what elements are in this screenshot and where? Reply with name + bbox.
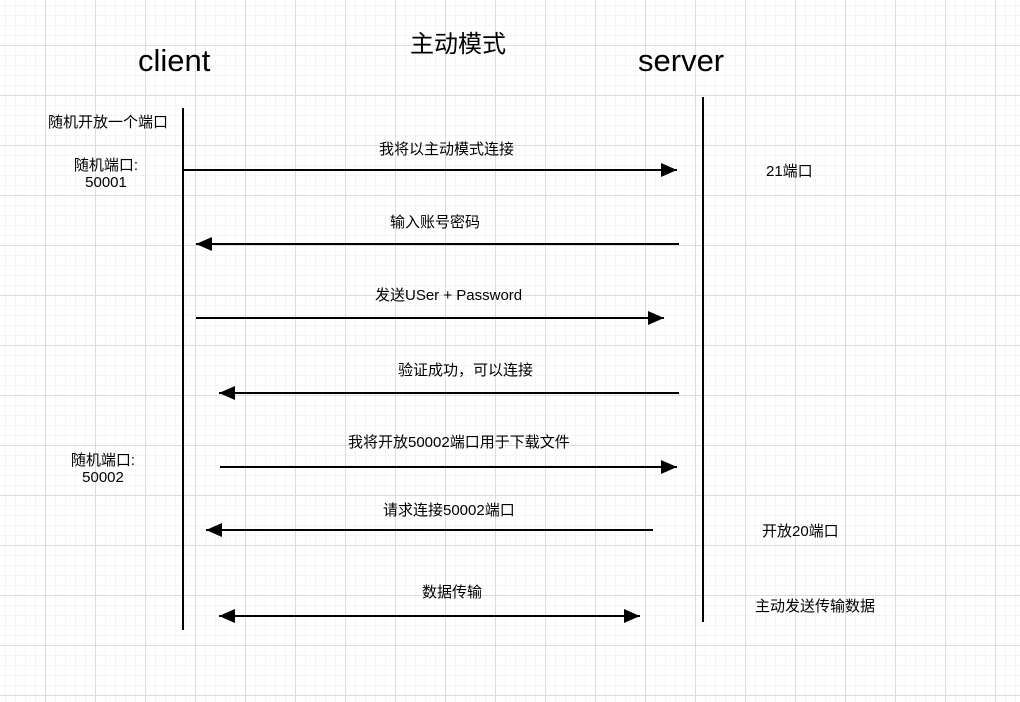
client-note-port-50001[interactable]: 随机端口: 50001 (56, 157, 156, 191)
server-note-port-20[interactable]: 开放20端口 (762, 523, 839, 540)
arrowhead-right-icon (624, 609, 640, 623)
arrowhead-right-icon (661, 460, 677, 474)
message-6-arrow[interactable] (206, 523, 653, 537)
message-4-label[interactable]: 验证成功，可以连接 (398, 362, 534, 379)
message-1-label[interactable]: 我将以主动模式连接 (379, 141, 515, 158)
client-note-port-50001-line2: 50001 (85, 174, 127, 191)
arrowhead-left-icon (219, 386, 235, 400)
message-2-label[interactable]: 输入账号密码 (390, 214, 481, 231)
message-6-label[interactable]: 请求连接50002端口 (383, 502, 515, 519)
client-note-port-50002-line1: 随机端口: (70, 452, 136, 469)
arrowhead-left-icon (206, 523, 222, 537)
server-note-port-21[interactable]: 21端口 (766, 163, 813, 180)
message-5-arrow[interactable] (220, 460, 677, 474)
client-note-random-port-open[interactable]: 随机开放一个端口 (48, 114, 169, 131)
client-note-port-50002[interactable]: 随机端口: 50002 (53, 452, 153, 486)
arrowhead-left-icon (219, 609, 235, 623)
message-3-label[interactable]: 发送USer + Password (375, 287, 523, 304)
arrowhead-right-icon (661, 163, 677, 177)
message-1-arrow[interactable] (183, 163, 677, 177)
client-note-port-50002-line2: 50002 (82, 469, 124, 486)
message-7-arrow[interactable] (219, 609, 640, 623)
client-note-port-50001-line1: 随机端口: (73, 157, 139, 174)
message-2-arrow[interactable] (196, 237, 679, 251)
message-4-arrow[interactable] (219, 386, 679, 400)
actor-label-client[interactable]: client (138, 43, 211, 78)
actor-label-server[interactable]: server (638, 43, 725, 78)
message-5-label[interactable]: 我将开放50002端口用于下载文件 (348, 434, 570, 451)
message-3-arrow[interactable] (196, 311, 664, 325)
arrowhead-right-icon (648, 311, 664, 325)
lifeline-client[interactable] (182, 108, 184, 630)
message-7-label[interactable]: 数据传输 (422, 584, 483, 601)
arrowhead-left-icon (196, 237, 212, 251)
diagram-title[interactable]: 主动模式 (410, 31, 506, 58)
server-note-active-send[interactable]: 主动发送传输数据 (755, 598, 876, 615)
lifeline-server[interactable] (702, 97, 704, 622)
